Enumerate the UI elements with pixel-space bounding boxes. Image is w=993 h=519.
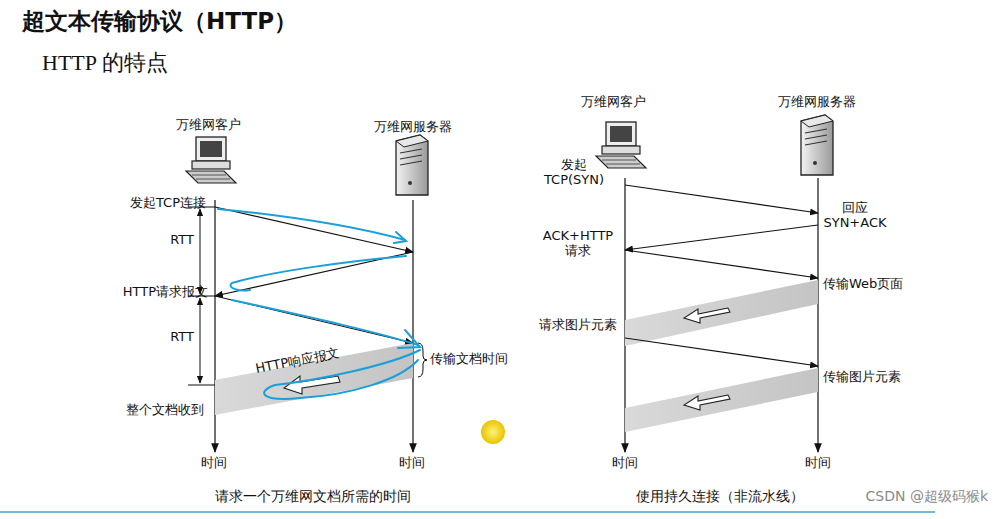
diagram-label: 万维网服务器 (374, 120, 452, 135)
diagram-label: 万维网客户 (176, 118, 241, 133)
diagram-label: 万维网服务器 (778, 95, 856, 110)
watermark: CSDN @超级码猴k (866, 488, 988, 504)
diagram-label: 时间 (201, 456, 227, 471)
diagram-label: HTTP请求报文 (123, 285, 208, 300)
diagram-label: 发起TCP连接 (130, 196, 206, 211)
figure-caption: 请求一个万维网文档所需的时间 (215, 488, 411, 504)
diagram-label: 时间 (399, 456, 425, 471)
diagram-label: 时间 (805, 456, 831, 471)
subtitle: HTTP 的特点 (42, 50, 168, 75)
page-title: 超文本传输协议（HTTP） (22, 8, 297, 34)
diagram-label: 传输图片元素 (823, 370, 901, 385)
diagram-label: 万维网客户 (581, 95, 646, 110)
diagram-label: 时间 (612, 456, 638, 471)
diagram-label: 传输Web页面 (823, 277, 903, 292)
diagram-label: 回应 SYN+ACK (817, 201, 893, 231)
diagram-label: 请求图片元素 (539, 318, 617, 333)
figure-caption: 使用持久连接（非流水线） (636, 488, 804, 504)
diagram-label: 整个文档收到 (126, 403, 204, 418)
diagram-label: RTT (170, 233, 194, 248)
diagram-label: ACK+HTTP 请求 (536, 229, 620, 259)
diagram-label: 发起 TCP(SYN) (536, 158, 612, 188)
diagram-label: RTT (170, 330, 194, 345)
diagram-label: 传输文档时间 (430, 352, 508, 367)
